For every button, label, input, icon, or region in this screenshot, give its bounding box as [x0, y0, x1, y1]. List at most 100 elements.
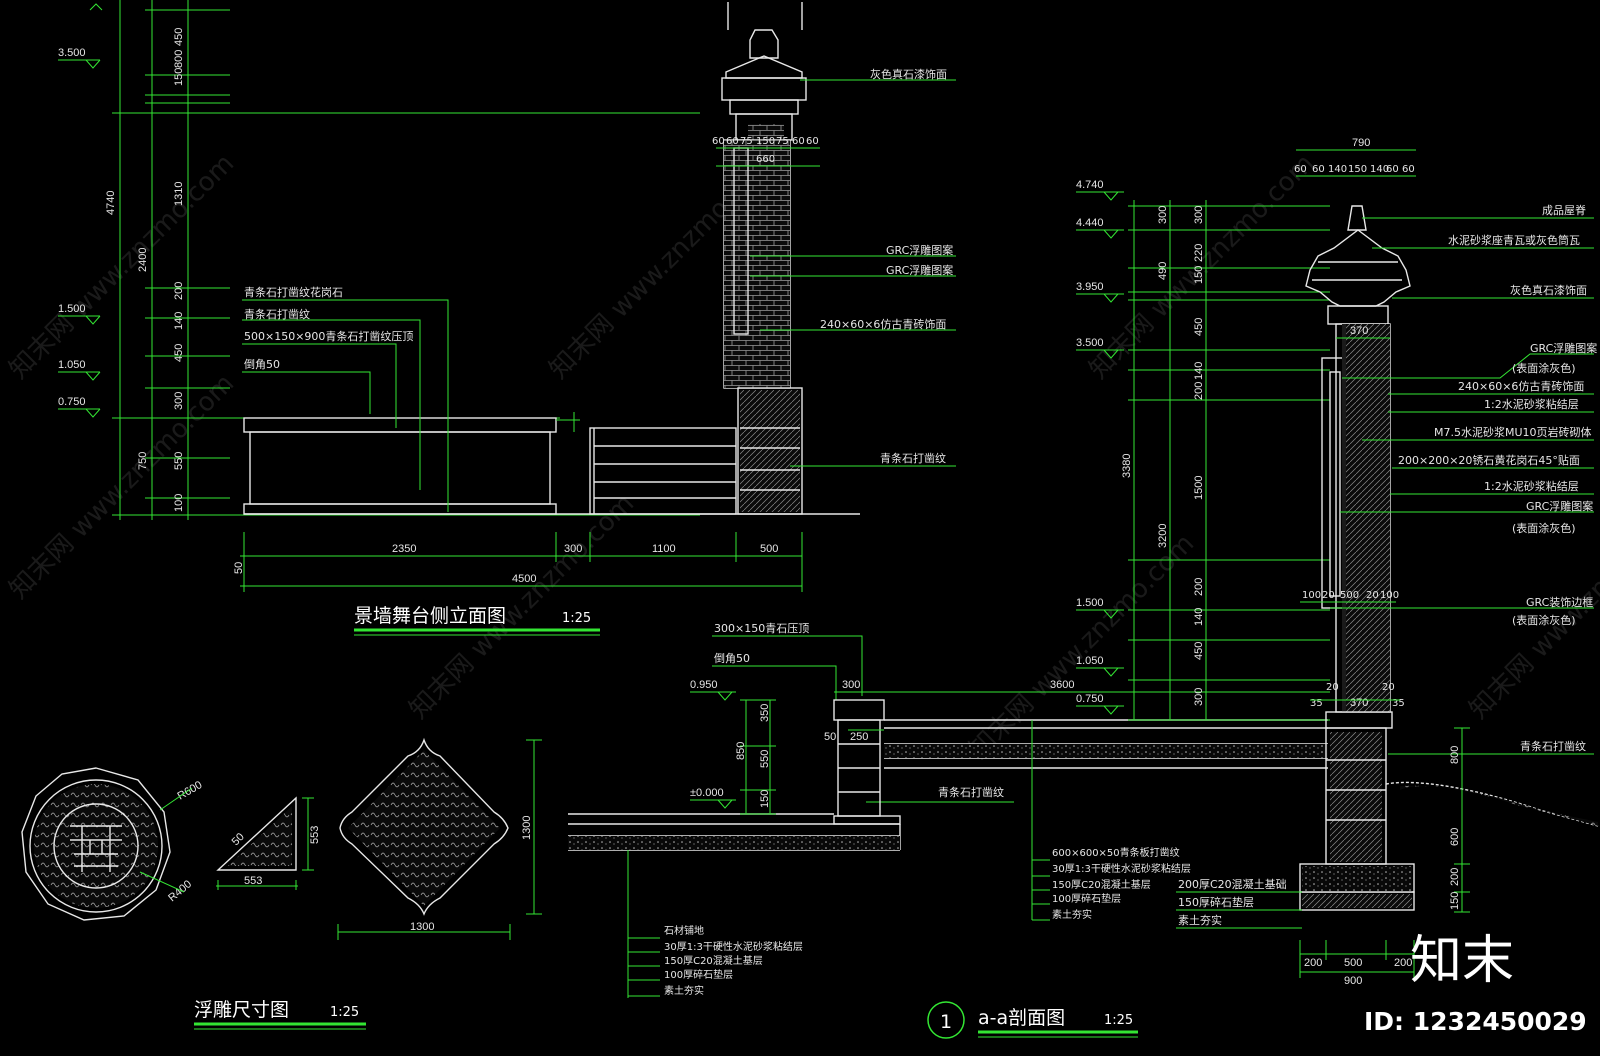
cad-line: [1076, 667, 1124, 677]
left-vertical-dimensions: 4740 2400 750 800 450 150 1310 200 140 4…: [105, 0, 700, 520]
relief-title: 浮雕尺寸图 1:25: [194, 999, 366, 1030]
dim: 450: [173, 28, 185, 46]
callout: 500×150×900青条石打凿纹压顶: [244, 329, 413, 343]
callout: GRC浮雕图案: [886, 263, 953, 277]
cad-line: [243, 532, 803, 592]
watermark: 知末网 www.znzmo.com: [4, 369, 240, 605]
callout: 150厚碎石垫层: [1178, 895, 1254, 909]
cad-line: [58, 59, 101, 69]
cad-line: [834, 691, 884, 731]
dim: 3600: [1050, 679, 1074, 691]
callout: 灰色真石漆饰面: [1510, 283, 1587, 297]
dim: 60: [726, 136, 739, 147]
cad-line: [243, 417, 557, 433]
callout: 100厚碎石垫层: [1052, 892, 1121, 905]
cad-line: [1347, 205, 1367, 231]
dim: 553: [309, 826, 321, 844]
image-id: ID: 1232450029: [1364, 1007, 1587, 1036]
dim: 140: [1370, 164, 1389, 175]
dim: 450: [1193, 318, 1205, 336]
ground-layers-left: 石材铺地 30厚1:3干硬性水泥砂浆粘结层 150厚C20混凝土基层 100厚碎…: [568, 813, 901, 998]
cad-line: [1076, 191, 1124, 201]
dim: 4500: [512, 573, 536, 585]
cad-line: [1312, 261, 1402, 281]
cad-line: [838, 743, 880, 793]
base-callouts: 200厚C20混凝土基础 150厚碎石垫层 素土夯实: [1176, 877, 1302, 929]
dim: 200: [1394, 957, 1412, 969]
side-elevation-drawing: 3.500 1.500 1.050 0.750 4740 2400 750 80…: [58, 0, 956, 636]
cad-line: [1299, 940, 1415, 978]
dim: 60: [792, 136, 805, 147]
cad-line: [242, 299, 449, 512]
section-aa-drawing: 0.950 ±0.000 300×150青石压顶 倒角50 青条石打凿纹 石: [568, 137, 1599, 1039]
mid-dimensions: 850 350 550 150 300 50 250 3600: [735, 679, 1330, 815]
cad-line: [593, 428, 736, 514]
cad-line: [1076, 229, 1124, 239]
cad-line: [1076, 705, 1124, 715]
right-base-side-dims: 800 600 200 150: [1449, 727, 1470, 913]
dim: 370: [1350, 697, 1368, 709]
drawing-title: 景墙舞台侧立面图: [354, 605, 506, 627]
dim: 20: [1326, 682, 1339, 693]
cad-line: [737, 387, 803, 515]
dim: 800: [173, 50, 185, 68]
dim: 900: [1344, 975, 1362, 987]
radius-label: R600: [176, 779, 205, 803]
callout: 30厚1:3干硬性水泥砂浆粘结层: [664, 940, 803, 953]
dim: 660: [756, 154, 775, 165]
dim: 150: [173, 68, 185, 86]
elev-label: 0.950: [690, 679, 718, 691]
pillar-top-dims: 60 60 75 150 75 60 60 660: [712, 136, 820, 167]
dim: 750: [137, 452, 149, 470]
dim: 2400: [137, 248, 149, 272]
cad-line: [89, 3, 103, 11]
cad-line: [727, 2, 803, 30]
callout: M7.5水泥砂浆MU10页岩砖砌体: [1434, 425, 1592, 439]
cad-line: [228, 806, 292, 866]
cad-line: [1325, 711, 1393, 729]
dim: 3200: [1157, 524, 1169, 548]
callout: 200厚C20混凝土基础: [1178, 877, 1287, 891]
cad-line: [740, 390, 800, 512]
callout: 素土夯实: [1052, 908, 1092, 921]
cad-line: [1326, 759, 1386, 821]
dim: 600: [1449, 828, 1461, 846]
dim: 1300: [410, 921, 434, 933]
mid-callouts: 300×150青石压顶 倒角50 青条石打凿纹: [712, 622, 1014, 803]
elev-label: 4.740: [1076, 179, 1104, 191]
cad-line: [243, 503, 557, 515]
dim: 350: [759, 704, 771, 722]
right-inner-dims: 370 100 20 500 20 100 370 35 35 20 20: [1300, 325, 1405, 709]
elev-label: 1.050: [1076, 655, 1104, 667]
callout: GRC浮雕图案: [886, 243, 953, 257]
seat-wall: [833, 699, 901, 825]
dim: 300: [173, 392, 185, 410]
dim: 200: [173, 282, 185, 300]
cad-line: [690, 691, 736, 701]
drawing-scale: 1:25: [1104, 1013, 1133, 1028]
elev-label: 3.950: [1076, 281, 1104, 293]
dim: 100: [1380, 590, 1399, 601]
dim: 500: [1340, 590, 1359, 601]
callout: 150厚C20混凝土基层: [664, 954, 763, 967]
right-base-dims: 200 500 200 900: [1299, 940, 1415, 987]
cad-line: [749, 29, 779, 59]
callout: 100厚碎石垫层: [664, 968, 733, 981]
dim: 50: [824, 731, 836, 743]
cad-line: [628, 937, 660, 997]
cad-line: [337, 739, 542, 940]
callout: GRC装饰边框: [1526, 595, 1593, 609]
drawing-scale: 1:25: [562, 611, 591, 626]
cad-line: [1299, 891, 1415, 911]
cad-line: [712, 635, 863, 696]
cad-line: [34, 784, 158, 908]
cad-line: [556, 412, 580, 432]
dim: 4740: [105, 191, 117, 215]
brand-overlay: 知末 ID: 1232450029: [1364, 931, 1587, 1036]
cad-line: [1342, 353, 1594, 379]
dim: 450: [1193, 642, 1205, 660]
dim: 370: [1350, 325, 1368, 337]
right-pillar-section: [1299, 205, 1599, 911]
dim: 553: [244, 875, 262, 887]
dim: 300: [1193, 688, 1205, 706]
